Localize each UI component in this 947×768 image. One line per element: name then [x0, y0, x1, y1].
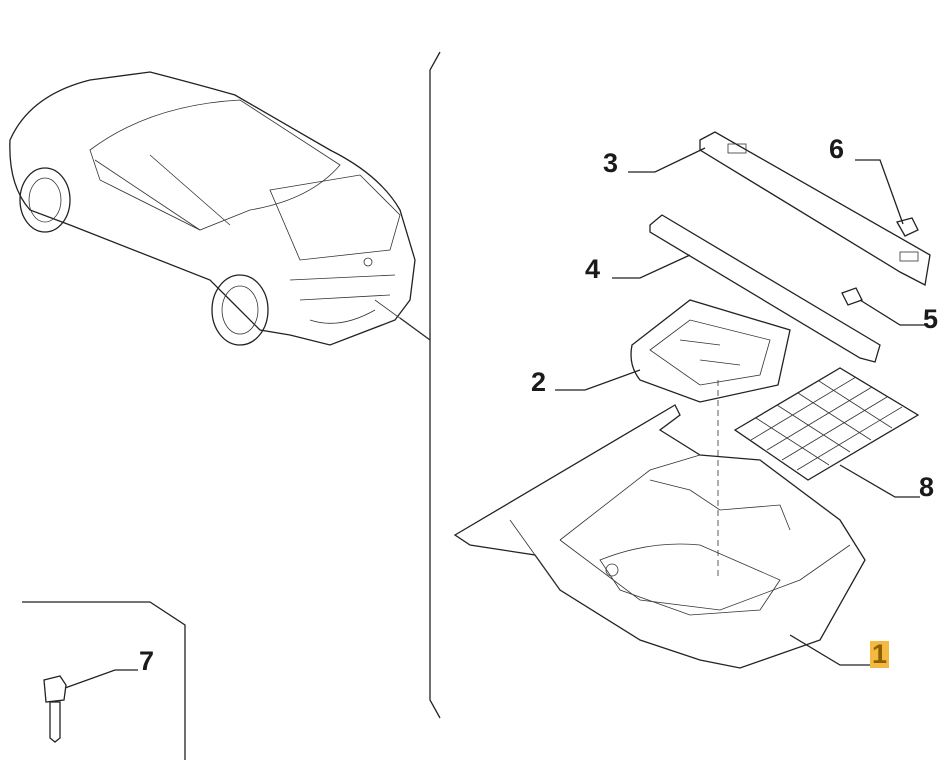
leader-lines	[64, 147, 925, 689]
callout-6[interactable]: 6	[829, 134, 845, 164]
part-4-lower-rail[interactable]	[649, 214, 881, 363]
callout-2[interactable]: 2	[531, 367, 547, 397]
part-1-luggage-tray[interactable]	[453, 404, 866, 669]
callout-1[interactable]: 1	[870, 639, 890, 669]
section-divider	[399, 51, 441, 719]
callout-7[interactable]: 7	[139, 646, 155, 676]
part-7-screw[interactable]	[43, 675, 67, 743]
part-8-luggage-net[interactable]	[733, 367, 920, 481]
callout-3[interactable]: 3	[603, 148, 619, 178]
part-5-clip[interactable]	[841, 287, 863, 306]
callout-5[interactable]: 5	[923, 304, 939, 334]
callout-4[interactable]: 4	[585, 254, 601, 284]
part-2-tool-insert[interactable]	[630, 299, 791, 403]
callout-8[interactable]: 8	[919, 472, 935, 502]
inset-divider	[22, 601, 186, 760]
part-6-cap[interactable]	[896, 217, 919, 237]
vehicle-illustration	[9, 71, 431, 346]
